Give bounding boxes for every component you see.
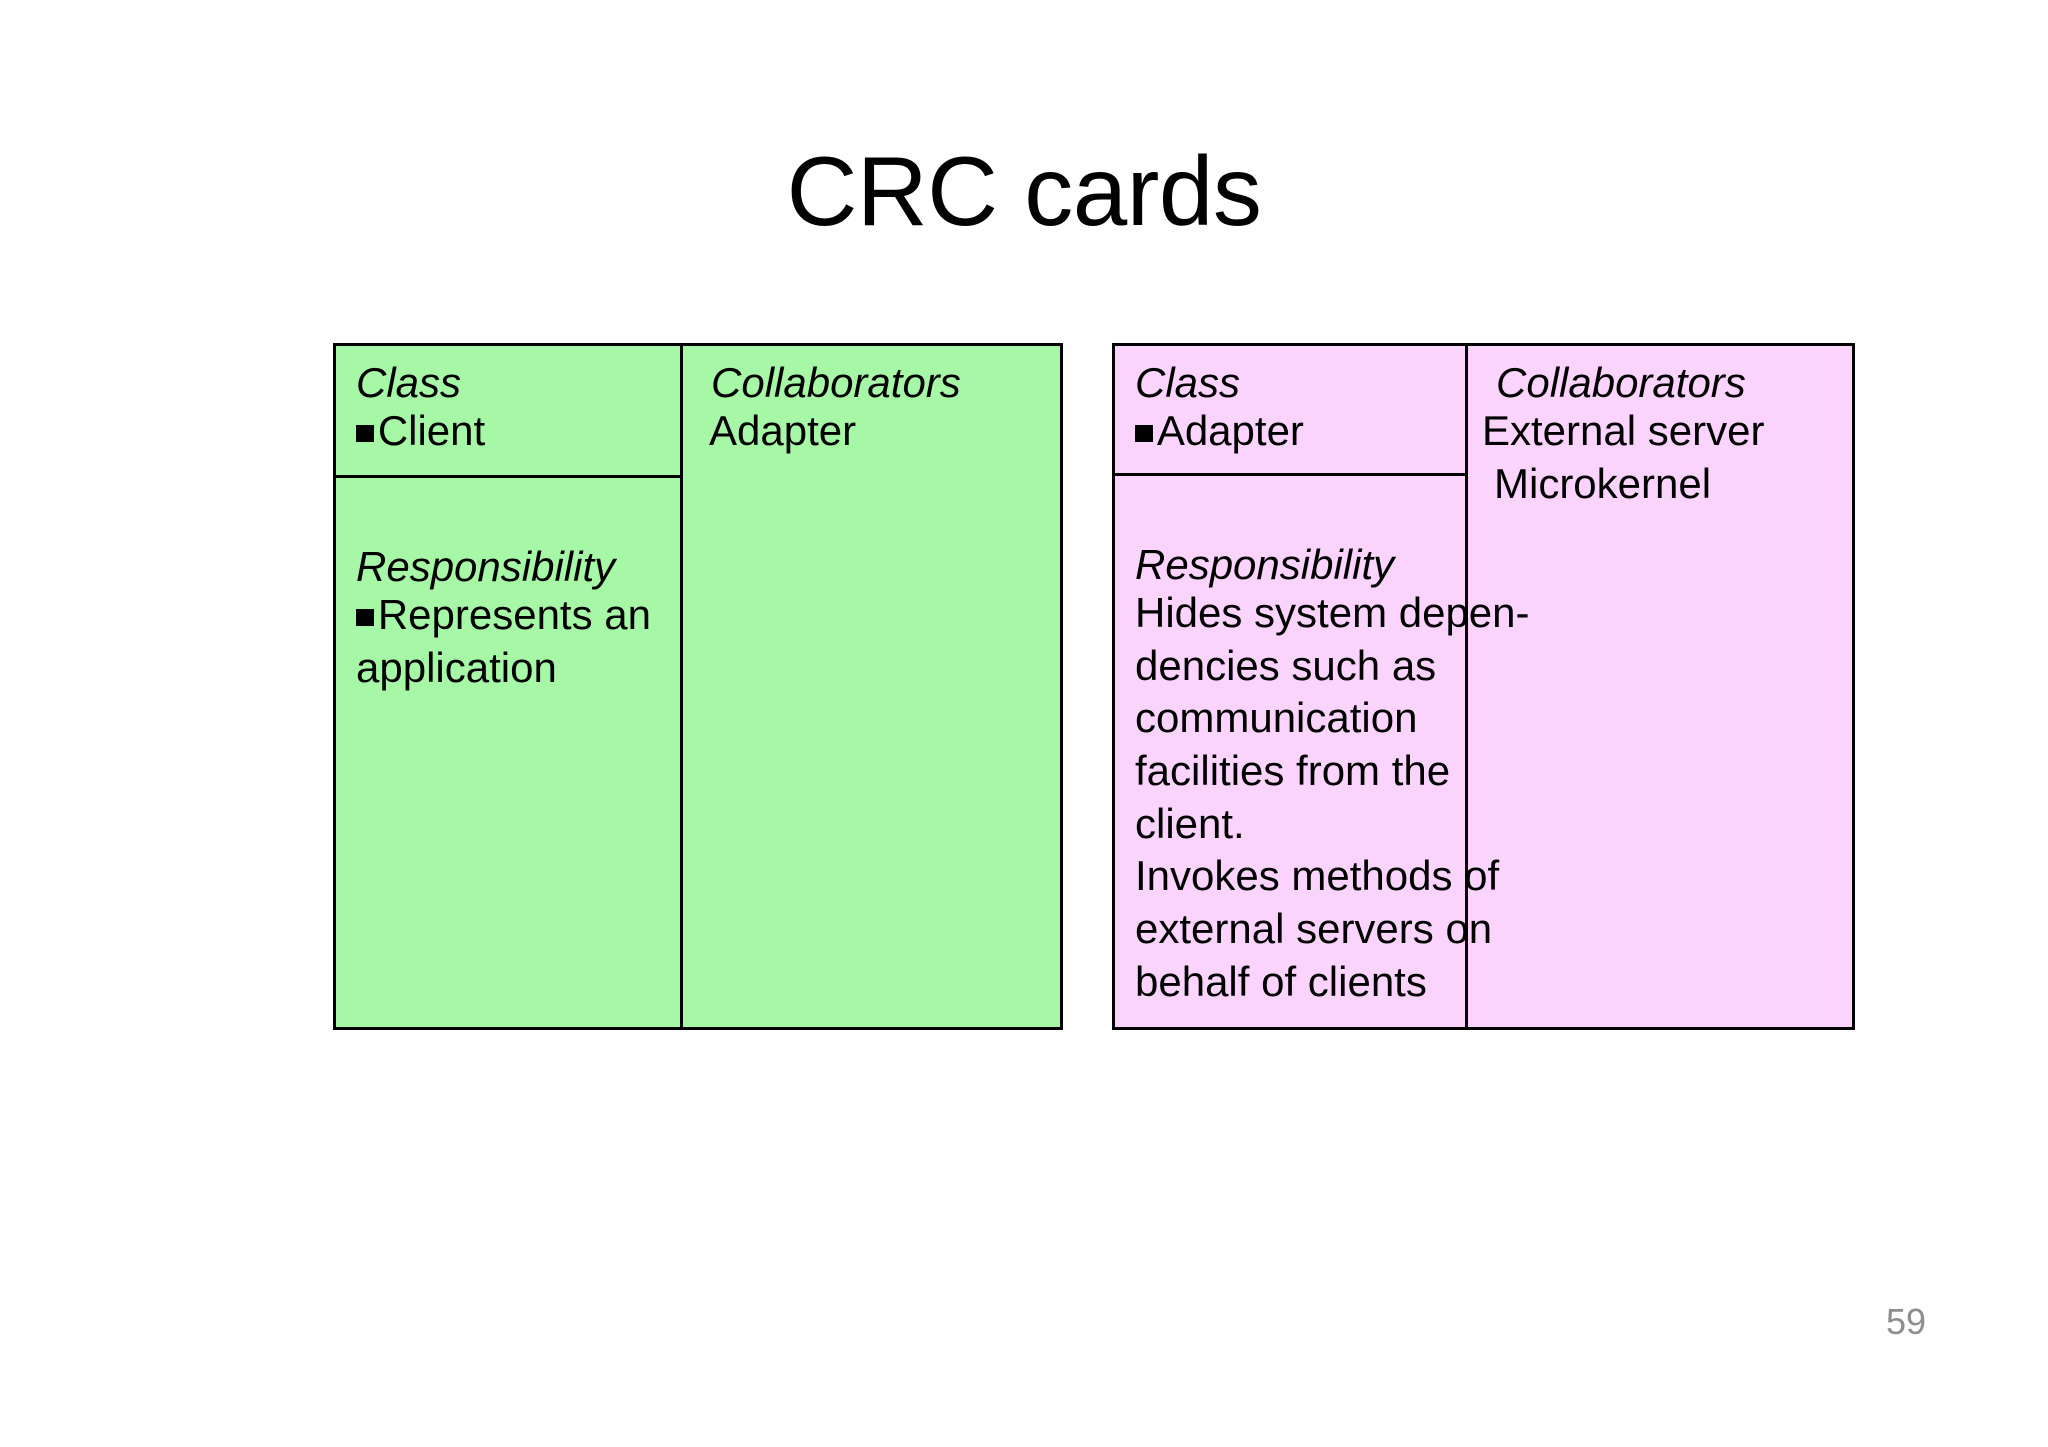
responsibility-line: Hides system depen- (1135, 588, 1530, 636)
collaborator-item: Microkernel (1494, 459, 1712, 507)
card-left-column: Class Client Responsibility Represents a… (336, 346, 683, 1027)
class-name-label: Adapter (1156, 406, 1304, 454)
collaborators-header-label: Collaborators (1496, 359, 1746, 406)
page-number: 59 (1885, 1301, 1926, 1342)
card-left-column: Class Adapter Responsibility Hides syste… (1115, 346, 1530, 1027)
responsibility-line: facilities from the (1135, 746, 1451, 794)
responsibility-line: application (356, 643, 557, 691)
collaborator-item: Adapter (709, 406, 857, 454)
responsibility-line: client. (1135, 799, 1245, 847)
class-name-row: Client (356, 405, 670, 458)
crc-card-client: Class Client Responsibility Represents a… (333, 343, 1063, 1030)
crc-card-adapter: Class Adapter Responsibility Hides syste… (1112, 343, 1855, 1030)
class-name-row: Adapter (1135, 405, 1455, 458)
responsibility-line: communication (1135, 694, 1418, 742)
responsibility-line: Invokes methods of (1135, 852, 1500, 900)
square-bullet-icon (356, 608, 374, 627)
responsibility-cell: Responsibility Hides system depen- denci… (1115, 476, 1530, 1027)
class-header-label: Class (356, 359, 462, 406)
responsibility-block: Responsibility Hides system depen- denci… (1135, 541, 1555, 1008)
class-name-label: Client (377, 406, 486, 454)
responsibility-header-label: Responsibility (1135, 541, 1395, 588)
responsibility-block: Responsibility Represents an application (356, 543, 776, 694)
responsibility-line-text: Represents an (377, 590, 651, 638)
collaborator-item: External server (1482, 406, 1765, 454)
collaborators-cell: Collaborators External server Microkerne… (1468, 346, 1852, 1027)
class-cell: Class Adapter (1115, 346, 1465, 476)
class-cell: Class Client (336, 346, 680, 478)
responsibility-line: dencies such as (1135, 641, 1437, 689)
responsibility-line: external servers on (1135, 905, 1493, 953)
collaborators-cell: Collaborators Adapter (683, 346, 1060, 1027)
responsibility-line: behalf of clients (1135, 957, 1427, 1005)
responsibility-line: Represents an (356, 589, 776, 642)
square-bullet-icon (356, 424, 374, 443)
class-header-label: Class (1135, 359, 1241, 406)
collaborators-header-label: Collaborators (711, 359, 961, 406)
page-title: CRC cards (786, 136, 1262, 246)
responsibility-cell: Responsibility Represents an application (336, 478, 680, 1027)
responsibility-header-label: Responsibility (356, 543, 616, 590)
square-bullet-icon (1135, 424, 1153, 443)
